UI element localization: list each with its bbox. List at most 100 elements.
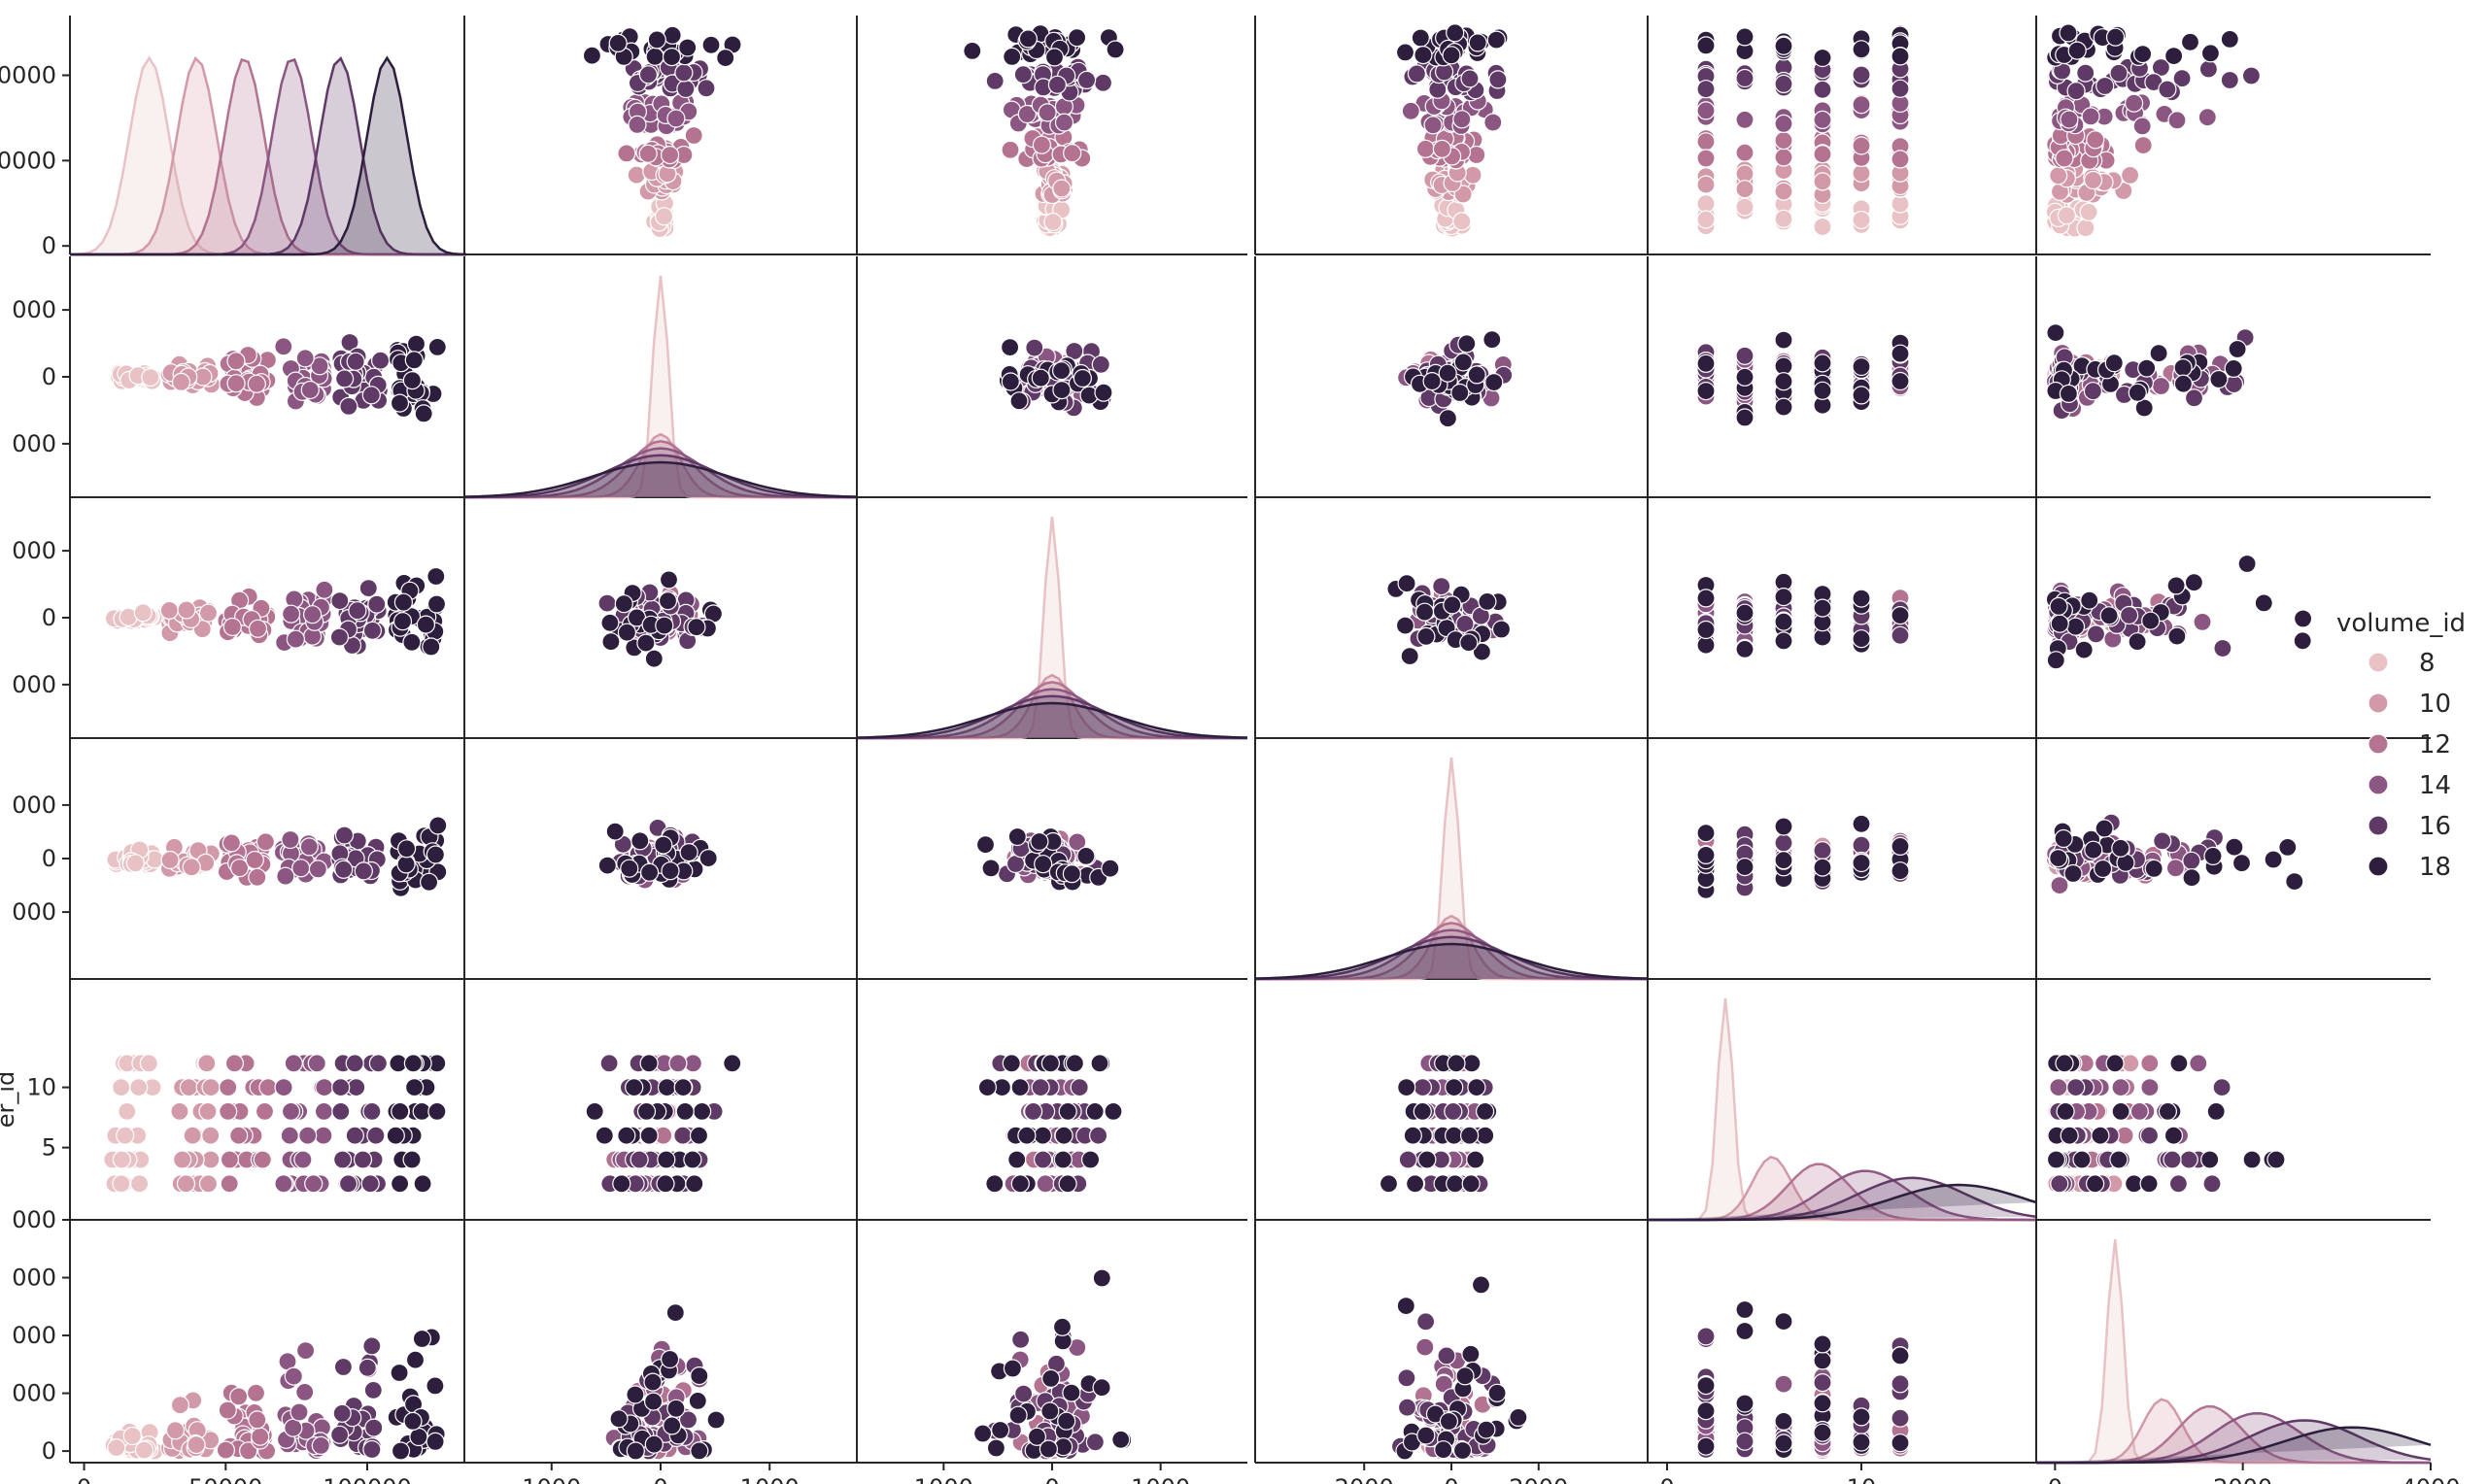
scatter-point-18 [1467,1077,1486,1097]
scatter-point-18 [585,1101,604,1122]
scatter-point-8 [133,603,153,623]
scatter-point-16 [1735,1432,1755,1451]
scatter-point-18 [639,862,660,882]
scatter-point-10 [1774,182,1793,201]
scatter-point-18 [1434,1440,1453,1460]
scatter-point-18 [626,1441,645,1461]
scatter-point-18 [1446,1174,1465,1194]
scatter-point-18 [2086,1174,2105,1194]
scatter-point-18 [644,1434,664,1454]
scatter-point-18 [1413,1101,1432,1122]
scatter-point-14 [1774,114,1793,134]
y-tick-label: 000 [12,537,56,564]
scatter-point-18 [392,612,413,631]
scatter-point-18 [426,845,445,864]
scatter-point-12 [2086,130,2105,150]
scatter-point-16 [1460,69,1480,88]
scatter-point-16 [2066,82,2086,101]
scatter-point-12 [660,146,680,165]
scatter-point-14 [315,1077,334,1097]
scatter-point-18 [654,835,673,855]
scatter-point-12 [224,1054,244,1073]
scatter-point-8 [116,1126,135,1145]
scatter-point-18 [1058,1101,1077,1122]
scatter-point-14 [308,860,327,879]
scatter-point-18 [1030,831,1049,852]
scatter-point-18 [1696,1436,1716,1456]
scatter-point-18 [716,48,735,68]
scatter-point-18 [1094,383,1113,402]
scatter-point-18 [1696,589,1716,608]
scatter-point-18 [1852,1433,1871,1452]
scatter-point-18 [427,1101,447,1122]
x-tick-label: 0 [1659,1474,1674,1484]
scatter-point-18 [1774,1411,1793,1432]
scatter-point-14 [1415,1337,1435,1357]
scatter-point-10 [1813,172,1832,191]
scatter-point-12 [256,832,275,852]
scatter-point-18 [655,616,674,635]
scatter-point-18 [657,1077,677,1097]
scatter-point-18 [402,371,422,390]
scatter-point-18 [1411,28,1430,48]
scatter-point-18 [1774,1433,1793,1453]
scatter-point-16 [345,1126,364,1145]
scatter-point-12 [253,1150,272,1169]
scatter-point-18 [1446,23,1465,43]
scatter-point-14 [1017,104,1037,124]
scatter-point-12 [1891,150,1910,169]
y-axis-label: er_id [0,1071,19,1129]
scatter-point-18 [663,25,682,45]
scatter-point-18 [2094,859,2113,879]
scatter-point-16 [362,1439,382,1460]
scatter-point-16 [1813,80,1832,99]
scatter-point-18 [2046,1150,2066,1169]
x-tick-label: 0 [1044,1474,1059,1484]
legend-marker-16 [2368,815,2389,836]
scatter-point-18 [1416,626,1436,647]
panel-r4-c0 [69,979,466,1221]
scatter-point-12 [1813,145,1832,164]
scatter-point-18 [1062,1383,1081,1402]
scatter-point-18 [685,1174,704,1194]
scatter-point-10 [171,372,191,391]
scatter-point-18 [403,1054,423,1073]
scatter-point-16 [362,621,382,640]
panel-r1-c3 [1254,256,1648,498]
scatter-point-18 [1471,1275,1491,1295]
scatter-point-18 [1065,1054,1085,1073]
scatter-point-12 [246,1383,266,1402]
scatter-point-12 [245,850,264,870]
scatter-point-18 [1891,344,1910,363]
scatter-point-18 [2060,1126,2079,1145]
scatter-point-18 [665,1302,685,1323]
scatter-point-16 [1774,74,1793,94]
scatter-point-18 [2200,1150,2220,1169]
scatter-point-18 [1422,372,1442,391]
scatter-point-10 [627,165,646,185]
y-tick-label: 50000 [0,147,56,174]
x-tick-label: 0 [77,1474,91,1484]
scatter-point-16 [2076,63,2095,83]
scatter-point-14 [1423,116,1443,135]
legend-label-14: 14 [2419,771,2451,800]
scatter-point-16 [1432,576,1451,596]
scatter-point-14 [284,1418,303,1437]
scatter-point-18 [1891,836,1910,857]
scatter-point-18 [2105,27,2126,47]
scatter-point-18 [2059,23,2078,43]
scatter-point-18 [1438,409,1458,428]
scatter-point-18 [657,1150,676,1169]
scatter-point-14 [1696,101,1716,120]
scatter-point-18 [1774,851,1793,870]
scatter-point-16 [1085,1433,1106,1452]
scatter-point-18 [1003,47,1022,67]
scatter-point-14 [291,859,311,878]
scatter-point-18 [393,592,413,612]
scatter-point-18 [391,1174,410,1194]
scatter-point-18 [698,848,718,868]
scatter-point-16 [1398,1150,1417,1169]
scatter-point-16 [1397,1368,1416,1388]
scatter-point-10 [179,1077,198,1097]
scatter-point-12 [617,144,636,163]
